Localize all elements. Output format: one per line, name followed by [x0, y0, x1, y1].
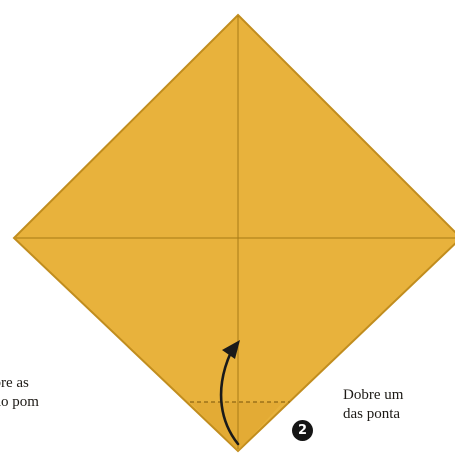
previous-step-line-1: obre as	[0, 374, 39, 393]
previous-step-caption: obre as ndo pom	[0, 374, 39, 412]
previous-step-line-2: ndo pom	[0, 393, 39, 412]
instruction-line-2: das ponta	[343, 405, 403, 424]
step-number-badge: 2	[292, 420, 313, 441]
step-instruction-caption: Dobre um das ponta	[343, 386, 403, 424]
instruction-line-1: Dobre um	[343, 386, 403, 405]
